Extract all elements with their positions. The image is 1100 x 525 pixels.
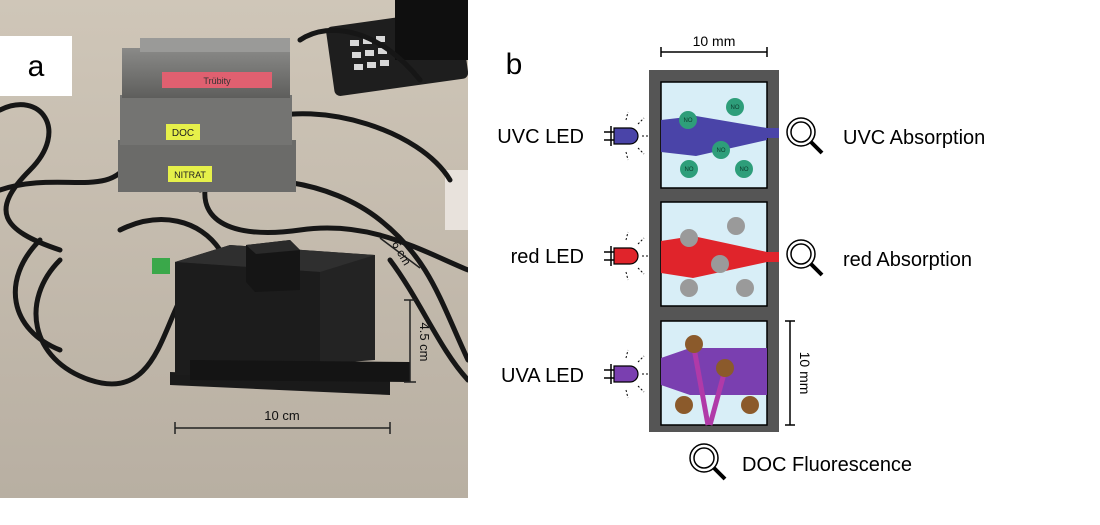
dimension-lines (174, 237, 421, 434)
scale-top-label: 10 mm (693, 33, 736, 49)
scheme-panel: b 10 mm NO NO NO NO NO (468, 0, 1100, 520)
nitrate-label: NO (685, 167, 694, 173)
stacked-sensor-boxes: Trübity DOC NITRAT (118, 38, 296, 192)
cuvette-uva (660, 320, 768, 426)
label-nitrat (168, 166, 212, 182)
turbidity-particle (711, 255, 729, 273)
panel-label-a: a (28, 50, 45, 83)
nitrate-label: NO (731, 105, 740, 111)
scale-bar-top: 10 mm (660, 33, 768, 57)
uva-beam (661, 348, 767, 395)
box-lid (140, 38, 290, 52)
magnifier-icon (786, 117, 824, 155)
label-nitrat-text: NITRAT (174, 170, 206, 180)
nitrate-particle (735, 160, 753, 178)
nitrate-particle (680, 160, 698, 178)
nitrate-label: NO (740, 167, 749, 173)
red-led (604, 231, 650, 281)
doc-fluorescence-label: DOC Fluorescence (742, 454, 912, 476)
turbidity-particle (680, 279, 698, 297)
turbidity-particle (680, 229, 698, 247)
dimension-length: 10 cm (264, 408, 299, 423)
panel-label-bg (0, 36, 72, 96)
uvc-absorption-label: UVC Absorption (843, 127, 985, 149)
red-beam-exit (767, 252, 779, 262)
nitrate-particle (726, 98, 744, 116)
turbidity-particle (736, 279, 754, 297)
measurement-schematic: b 10 mm NO NO NO NO NO (497, 33, 985, 481)
label-turbidity (162, 72, 272, 88)
red-led-label: red LED (511, 246, 584, 268)
dimension-height: 4.5 cm (417, 322, 432, 361)
photo-panel: Trübity DOC NITRAT 10 cm 4.5 cm 6 cm a (0, 0, 468, 498)
cuvette-uvc: NO NO NO NO NO (660, 81, 779, 189)
sensor-photo: Trübity DOC NITRAT 10 cm 4.5 cm 6 cm a (0, 0, 468, 498)
fluorescence-beam (691, 347, 711, 426)
label-doc-text: DOC (172, 128, 194, 139)
doc-particle (741, 396, 759, 414)
phone-keys (350, 36, 389, 70)
nitrate-label: NO (684, 118, 693, 124)
green-connector (152, 258, 170, 274)
nitrate-particle (679, 111, 697, 129)
magnifier-icon (786, 239, 824, 277)
fluorescence-beam (707, 369, 728, 426)
uvc-led-label: UVC LED (497, 126, 584, 148)
red-absorption-label: red Absorption (843, 249, 972, 271)
scale-side-label: 10 mm (797, 352, 813, 395)
label-turbidity-text: Trübity (203, 76, 231, 86)
nitrate-particle (712, 141, 730, 159)
panel-label-b: b (506, 48, 523, 81)
uvc-beam-exit (767, 128, 779, 138)
monitor-base (395, 0, 468, 60)
cuvette-red (660, 201, 779, 307)
uvc-led (604, 111, 650, 161)
uva-led-label: UVA LED (501, 365, 584, 387)
magnifier-icon (689, 443, 727, 481)
nitrate-label: NO (717, 148, 726, 154)
paper-item (445, 170, 468, 230)
turbidity-particle (727, 217, 745, 235)
uva-led (604, 349, 650, 399)
doc-particle (716, 359, 734, 377)
label-doc (166, 124, 200, 140)
doc-particle (675, 396, 693, 414)
black-sensor-housing (170, 240, 410, 395)
scale-bar-side: 10 mm (785, 320, 813, 426)
doc-particle (685, 335, 703, 353)
box-doc (120, 95, 292, 145)
